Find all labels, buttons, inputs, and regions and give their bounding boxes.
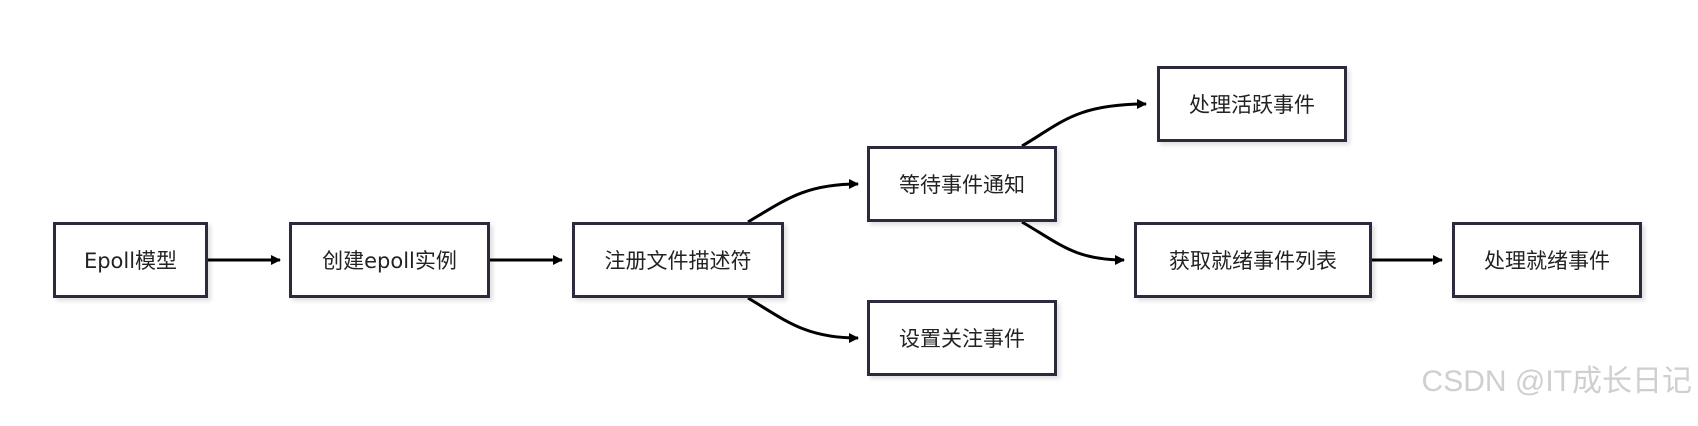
node-handle-ready: 处理就绪事件 [1452, 222, 1642, 298]
node-register-fd: 注册文件描述符 [572, 222, 784, 298]
edge-register-to-wait [747, 179, 859, 224]
edge-wait-to-readylist [1021, 220, 1125, 265]
node-handle-active: 处理活跃事件 [1157, 66, 1347, 142]
node-get-ready-list: 获取就绪事件列表 [1134, 222, 1372, 298]
node-epoll-model: Epoll模型 [53, 222, 208, 298]
edge-register-to-interest [747, 296, 859, 343]
node-create-instance: 创建epoll实例 [289, 222, 490, 298]
edge-wait-to-active [1021, 99, 1147, 148]
node-wait-event: 等待事件通知 [867, 146, 1057, 222]
node-set-interest: 设置关注事件 [867, 300, 1057, 376]
watermark: CSDN @IT成长日记 [1421, 365, 1692, 398]
